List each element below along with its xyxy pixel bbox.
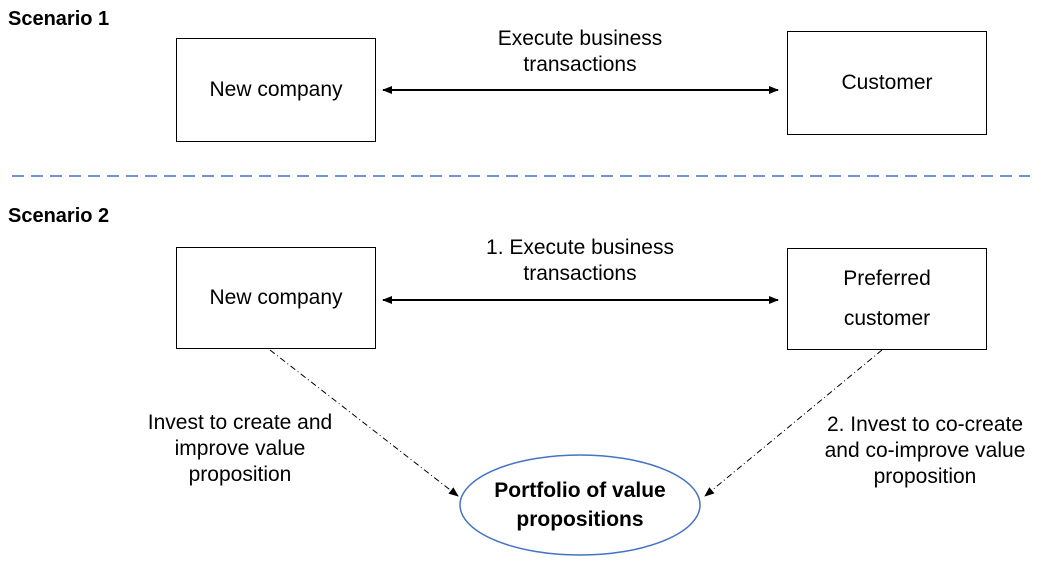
scenario2-new-company-box: New company — [176, 247, 376, 349]
scenario1-arrow-label: Execute business transactions — [420, 26, 740, 78]
scenario2-heading: Scenario 2 — [8, 205, 110, 227]
invest-right-label: 2. Invest to co-create and co-improve va… — [800, 412, 1050, 490]
scenario2-arrow-label-line1: 1. Execute business — [486, 236, 674, 259]
scenario2-arrow-label-line2: transactions — [523, 262, 637, 285]
scenario1-new-company-box: New company — [176, 38, 376, 142]
scenario1-arrow-label-line2: transactions — [523, 53, 637, 76]
scenario2-arrow-label: 1. Execute business transactions — [420, 235, 740, 287]
portfolio-ellipse — [459, 454, 701, 556]
scenario2-preferred-customer-line1: Preferred — [843, 267, 931, 290]
invest-right-line3: proposition — [873, 465, 977, 488]
scenario2-new-company-label: New company — [209, 286, 343, 309]
portfolio-label: Portfolio of value propositions — [460, 460, 700, 550]
portfolio-label-line1: Portfolio of value — [494, 479, 666, 502]
scenario2-preferred-customer-line2: customer — [843, 307, 931, 330]
portfolio-label-line2: propositions — [516, 508, 644, 531]
invest-right-line1: 2. Invest to co-create — [826, 413, 1024, 436]
invest-left-line2: improve value — [174, 437, 306, 460]
scenario1-arrow-label-line1: Execute business — [497, 27, 663, 50]
scenario1-new-company-label: New company — [209, 78, 343, 101]
invest-arrow-right — [704, 349, 883, 497]
invest-right-line2: and co-improve value — [824, 439, 1026, 462]
invest-arrow-left — [269, 349, 459, 497]
invest-left-line1: Invest to create and — [147, 411, 333, 434]
invest-left-label: Invest to create and improve value propo… — [110, 410, 370, 488]
scenario1-customer-box: Customer — [787, 31, 987, 135]
scenario2-preferred-customer-box: Preferred customer — [787, 248, 987, 350]
invest-left-line3: proposition — [188, 463, 292, 486]
scenario1-heading: Scenario 1 — [8, 8, 110, 30]
scenario1-customer-label: Customer — [841, 71, 933, 94]
